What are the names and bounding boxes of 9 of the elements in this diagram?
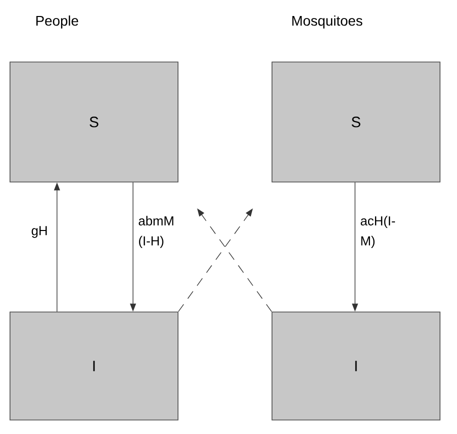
column-heading: People (36, 15, 78, 29)
edge-label: acH(I-M) (359, 214, 410, 250)
edge-label: gH (30, 225, 49, 239)
state-box: I (10, 312, 178, 420)
state-box: I (272, 312, 440, 420)
state-box: S (272, 62, 440, 182)
edge-label: abmM (I-H) (137, 214, 188, 250)
column-heading: Mosquitoes (292, 15, 362, 29)
state-box: S (10, 62, 178, 182)
